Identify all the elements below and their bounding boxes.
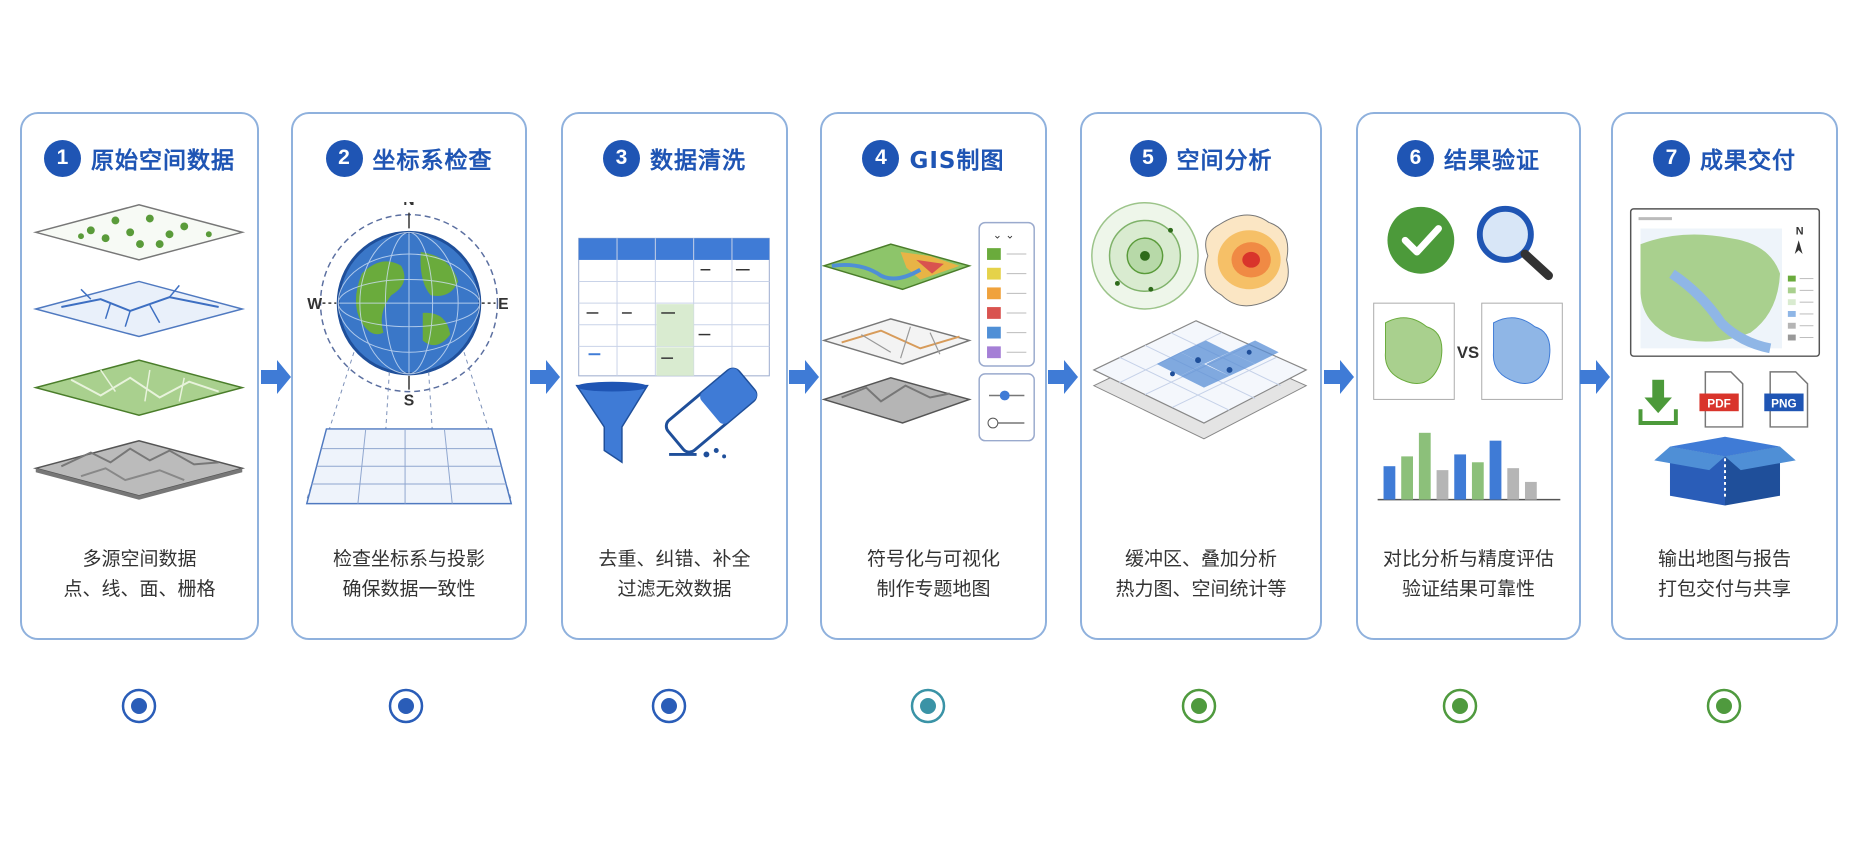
step-description-1: 多源空间数据 点、线、面、栅格 <box>22 544 257 604</box>
step-card-1: 1 原始空间数据 多源空间数据 点、线、面、栅格 <box>20 112 259 640</box>
step-header-6: 6 结果验证 <box>1358 138 1579 178</box>
arrow-icon-4 <box>1048 360 1078 394</box>
png-badge-label: PNG <box>1771 397 1797 410</box>
step-header-1: 1 原始空间数据 <box>22 138 257 178</box>
step-desc-line1-1: 多源空间数据 <box>82 548 197 570</box>
step-description-3: 去重、纠错、补全 过滤无效数据 <box>563 544 786 604</box>
step-title-1: 原始空间数据 <box>91 148 235 174</box>
svg-text:⌄ ⌄: ⌄ ⌄ <box>993 228 1015 241</box>
step-number-5: 5 <box>1129 139 1167 177</box>
vs-label: VS <box>1457 343 1479 362</box>
step-card-5: 5 空间分析 缓冲区、叠加分析 热力图、空间统计等 <box>1080 112 1322 640</box>
heatmap-icon <box>1204 214 1289 307</box>
compass-w: W <box>307 296 322 313</box>
step-desc-line2-1: 点、线、面、栅格 <box>63 578 216 600</box>
step-desc-line1-5: 缓冲区、叠加分析 <box>1124 548 1277 570</box>
arrow-icon-2 <box>530 360 560 394</box>
layers-icon <box>32 203 246 500</box>
step-desc-line1-6: 对比分析与精度评估 <box>1382 548 1554 570</box>
step-desc-line1-7: 输出地图与报告 <box>1657 548 1791 570</box>
arrow-icon-6 <box>1580 360 1610 394</box>
timeline-node-2 <box>388 688 424 724</box>
step-desc-line1-3: 去重、纠错、补全 <box>598 548 751 570</box>
arrow-icon-1 <box>261 360 291 394</box>
step-desc-line2-2: 确保数据一致性 <box>342 578 476 600</box>
step-number-1: 1 <box>44 139 81 177</box>
step-desc-line1-2: 检查坐标系与投影 <box>332 548 485 570</box>
bar-chart-icon <box>1377 432 1561 501</box>
step-card-3: 3 数据清洗 去重、纠错、补全 过 <box>561 112 788 640</box>
magnifier-icon <box>1476 205 1553 281</box>
arrow-icon-5 <box>1324 360 1354 394</box>
box-icon <box>1654 436 1796 506</box>
table-icon <box>575 237 770 464</box>
step-desc-line2-7: 打包交付与共享 <box>1657 578 1791 600</box>
compass-s: S <box>404 392 414 409</box>
step-header-3: 3 数据清洗 <box>563 138 786 178</box>
step-title-7: 成果交付 <box>1700 148 1796 174</box>
step-desc-line1-4: 符号化与可视化 <box>866 548 1000 570</box>
step-number-6: 6 <box>1397 139 1434 177</box>
compass-e: E <box>498 296 508 313</box>
download-icon <box>1638 379 1678 425</box>
step-number-3: 3 <box>603 139 640 177</box>
eraser-icon <box>664 367 758 454</box>
delivery-illustration: N PDF PNG <box>1629 208 1821 506</box>
timeline-node-1 <box>121 688 157 724</box>
step-header-4: 4 GIS制图 <box>822 138 1045 178</box>
step-number-4: 4 <box>862 139 900 177</box>
globe-icon: N S W E <box>305 202 513 505</box>
step-desc-line2-5: 热力图、空间统计等 <box>1115 578 1287 600</box>
timeline-node-3 <box>651 688 687 724</box>
step-desc-line2-3: 过滤无效数据 <box>617 578 732 600</box>
step-desc-line2-6: 验证结果可靠性 <box>1401 578 1535 600</box>
funnel-icon <box>575 381 649 464</box>
map-north-label: N <box>1796 225 1804 237</box>
step-number-7: 7 <box>1653 139 1690 177</box>
step-description-2: 检查坐标系与投影 确保数据一致性 <box>293 544 525 604</box>
step-description-4: 符号化与可视化 制作专题地图 <box>822 544 1045 604</box>
timeline-node-7 <box>1706 688 1742 724</box>
step-header-5: 5 空间分析 <box>1082 138 1320 178</box>
step-card-6: 6 结果验证 VS 对比分析与精度评估 验证结果 <box>1356 112 1581 640</box>
step-header-7: 7 成果交付 <box>1613 138 1836 178</box>
compass-n: N <box>403 202 414 209</box>
timeline-node-4 <box>910 688 946 724</box>
step-card-4: 4 GIS制图 ⌄ ⌄ 符号化与可视化 制作专题地图 <box>820 112 1047 640</box>
validation-illustration: VS <box>1373 205 1563 501</box>
check-icon <box>1387 206 1455 274</box>
step-title-4: GIS制图 <box>909 148 1005 174</box>
buffer-icon <box>1091 202 1308 440</box>
map-layers-icon: ⌄ ⌄ <box>822 221 1035 442</box>
step-description-5: 缓冲区、叠加分析 热力图、空间统计等 <box>1082 544 1320 604</box>
pdf-badge-label: PDF <box>1707 397 1731 410</box>
step-title-5: 空间分析 <box>1176 148 1273 174</box>
timeline-node-5 <box>1181 688 1217 724</box>
progress-timeline <box>28 688 1832 724</box>
step-card-7: 7 成果交付 N PDF PNG <box>1611 112 1838 640</box>
step-desc-line2-4: 制作专题地图 <box>876 578 991 600</box>
timeline-node-6 <box>1442 688 1478 724</box>
step-title-2: 坐标系检查 <box>372 148 493 174</box>
step-description-6: 对比分析与精度评估 验证结果可靠性 <box>1358 544 1579 604</box>
arrow-icon-3 <box>789 360 819 394</box>
step-description-7: 输出地图与报告 打包交付与共享 <box>1613 544 1836 604</box>
step-card-2: 2 坐标系检查 N S W E 检查坐标系与投影 确保数据一致 <box>291 112 527 640</box>
pdf-file-icon: PDF <box>1699 371 1744 428</box>
step-header-2: 2 坐标系检查 <box>293 138 525 178</box>
step-title-6: 结果验证 <box>1444 148 1540 174</box>
step-number-2: 2 <box>325 139 363 177</box>
step-title-3: 数据清洗 <box>650 148 746 174</box>
png-file-icon: PNG <box>1764 371 1809 428</box>
